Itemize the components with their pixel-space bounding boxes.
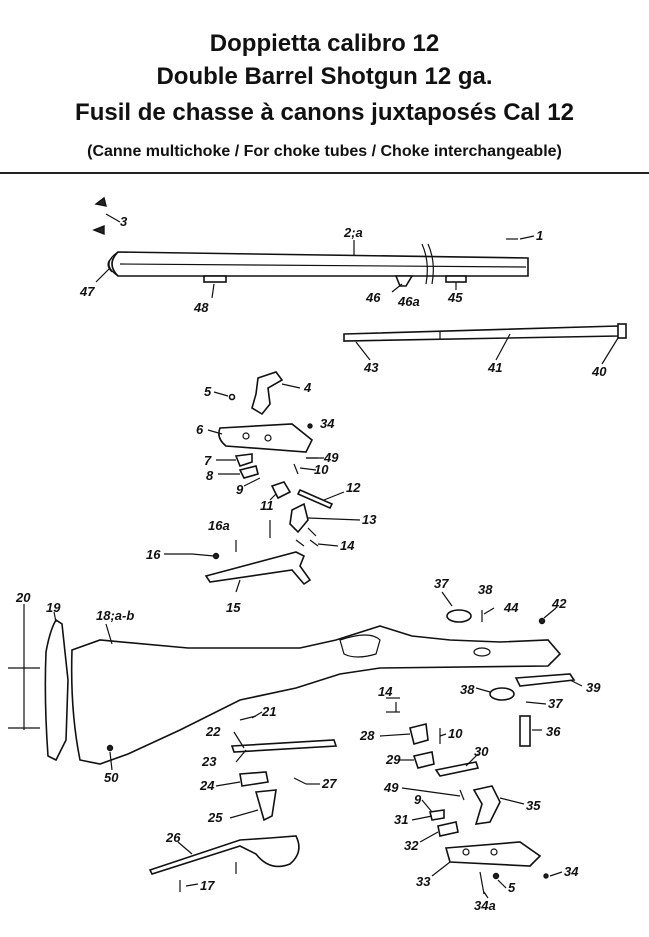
title-french: Fusil de chasse à canons juxtaposés Cal … <box>75 99 574 126</box>
callout-34a: 34a <box>474 898 496 913</box>
callout-12: 12 <box>346 480 361 495</box>
callout-45: 45 <box>447 290 463 305</box>
callout-10b: 10 <box>448 726 463 741</box>
callout-25: 25 <box>207 810 223 825</box>
callout-40: 40 <box>591 364 607 379</box>
callout-46a: 46a <box>397 294 420 309</box>
callout-10: 10 <box>314 462 329 477</box>
leader-lines <box>23 213 619 899</box>
callout-38b: 38 <box>460 682 475 697</box>
callout-13: 13 <box>362 512 377 527</box>
callout-28: 28 <box>359 728 375 743</box>
trigger-parts <box>148 715 338 892</box>
lower-lock-parts <box>386 697 549 895</box>
barrel-part <box>107 243 529 287</box>
callout-23: 23 <box>201 754 217 769</box>
callout-41: 41 <box>487 360 502 375</box>
callout-5: 5 <box>204 384 212 399</box>
callout-39: 39 <box>586 680 601 695</box>
callout-14: 14 <box>340 538 355 553</box>
callout-21: 21 <box>261 704 276 719</box>
callout-33: 33 <box>416 874 431 889</box>
butt-plate-part <box>8 612 69 762</box>
hammer-part <box>228 371 284 416</box>
callout-42: 42 <box>551 596 567 611</box>
callout-32: 32 <box>404 838 419 853</box>
callout-31: 31 <box>394 812 408 827</box>
callout-44: 44 <box>503 600 519 615</box>
callout-2a: 2;a <box>343 225 363 240</box>
callout-16: 16 <box>146 547 161 562</box>
callout-9: 9 <box>236 482 244 497</box>
pin-part <box>191 520 271 560</box>
header-divider <box>0 172 649 174</box>
callout-34: 34 <box>320 416 335 431</box>
callout-19: 19 <box>46 600 61 615</box>
callout-8: 8 <box>206 468 214 483</box>
callout-15: 15 <box>226 600 241 615</box>
callout-30: 30 <box>474 744 489 759</box>
callout-29: 29 <box>385 752 401 767</box>
title-english: Double Barrel Shotgun 12 ga. <box>156 63 493 90</box>
callout-labels: 1 2;a 3 4 5 6 7 8 9 10 11 12 13 14 15 16… <box>15 214 607 913</box>
callout-20: 20 <box>15 590 31 605</box>
title-italian: Doppietta calibro 12 <box>209 30 440 57</box>
callout-46: 46 <box>365 290 381 305</box>
callout-24: 24 <box>199 778 215 793</box>
callout-34b: 34 <box>564 864 579 879</box>
callout-26: 26 <box>165 830 181 845</box>
callout-27: 27 <box>321 776 337 791</box>
callout-49b: 49 <box>383 780 399 795</box>
callout-7: 7 <box>204 453 212 468</box>
stock-small-parts <box>106 609 576 752</box>
callout-17: 17 <box>200 878 215 893</box>
callout-11: 11 <box>260 498 274 513</box>
callout-47: 47 <box>79 284 95 299</box>
callout-5b: 5 <box>508 880 516 895</box>
callout-22: 22 <box>205 724 221 739</box>
callout-37: 37 <box>434 576 449 591</box>
callout-50: 50 <box>104 770 119 785</box>
callout-18ab: 18;a-b <box>96 608 134 623</box>
stock-part <box>70 625 562 765</box>
callout-6: 6 <box>196 422 204 437</box>
callout-4: 4 <box>303 380 312 395</box>
callout-14b: 14 <box>378 684 393 699</box>
callout-9b: 9 <box>414 792 422 807</box>
callout-48: 48 <box>193 300 209 315</box>
callout-37b: 37 <box>548 696 563 711</box>
bolt-part <box>204 551 312 586</box>
callout-43: 43 <box>363 360 379 375</box>
callout-3: 3 <box>120 214 128 229</box>
callout-35: 35 <box>526 798 541 813</box>
callout-49: 49 <box>323 450 339 465</box>
callout-36: 36 <box>546 724 561 739</box>
callout-1: 1 <box>536 228 543 243</box>
screw-part <box>92 196 518 240</box>
callout-38: 38 <box>478 582 493 597</box>
rib-part <box>343 323 627 342</box>
subtitle: (Canne multichoke / For choke tubes / Ch… <box>87 143 562 160</box>
callout-16a: 16a <box>208 518 230 533</box>
lock-plate-part <box>218 423 314 453</box>
